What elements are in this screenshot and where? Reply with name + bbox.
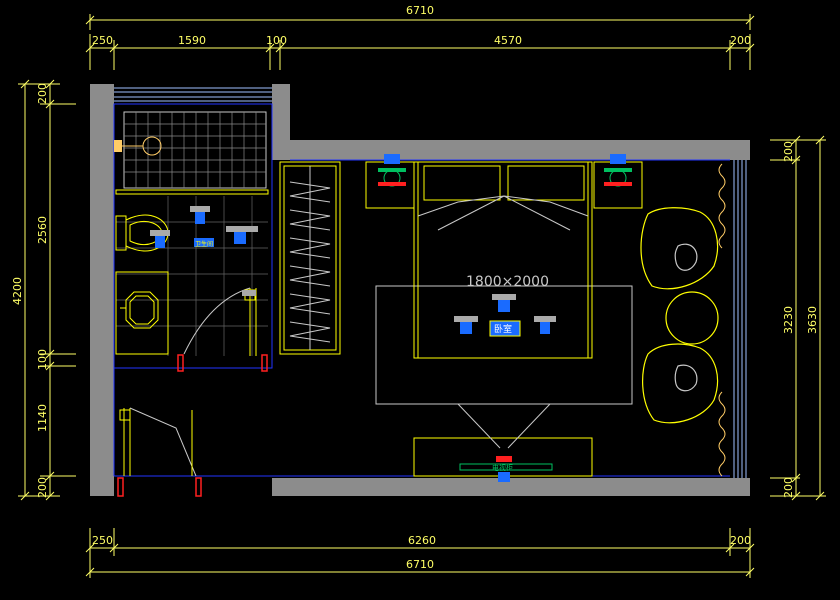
- shower-icon: [114, 136, 162, 156]
- bathroom-tag: 卫生间: [194, 238, 214, 248]
- top-dim-segment-3: 100: [266, 34, 287, 47]
- tv-tag: 电视柜: [492, 456, 513, 482]
- top-dim-segment-1: 250: [92, 34, 113, 47]
- wall-top-bedroom: [272, 140, 750, 160]
- top-dim-segment-4: 4570: [494, 34, 522, 47]
- door-stop-right: [261, 354, 268, 372]
- walls: [90, 84, 750, 496]
- bedroom-tag-label: 卧室: [494, 323, 512, 335]
- wall-right-top: [730, 140, 750, 160]
- door-stop-left: [177, 354, 184, 372]
- armchair-icon: [640, 207, 719, 424]
- top-dim-segment-2: 1590: [178, 34, 206, 47]
- bottom-total-dimension: 6710: [406, 558, 434, 571]
- bed-size-label: 1800×2000: [466, 274, 549, 290]
- left-dimensions: [18, 79, 76, 501]
- entrance-door: [119, 407, 197, 477]
- bath-floor-tiles: [116, 196, 268, 356]
- wall-left: [90, 84, 114, 496]
- right-dim-segment-1: 200: [782, 141, 795, 162]
- wall-right-bottom: [730, 478, 750, 496]
- left-dim-segment-1: 200: [36, 83, 49, 104]
- top-dim-segment-5: 200: [730, 34, 751, 47]
- tv-tag-label: 电视柜: [492, 463, 513, 472]
- shower-tray: [123, 111, 267, 189]
- bottom-dim-segment-3: 200: [730, 534, 751, 547]
- right-dimensions: [770, 135, 826, 501]
- wall-top-bath: [90, 84, 114, 104]
- wardrobe-hangers: [289, 181, 331, 343]
- entrance-door-stop-left: [117, 477, 124, 497]
- shower-rail: [115, 189, 269, 195]
- tv-cabinet: [413, 403, 593, 477]
- bedroom-tag: 卧室: [489, 320, 521, 337]
- round-side-table: [665, 291, 719, 345]
- right-total-dimension: 3630: [806, 306, 819, 334]
- left-total-dimension: 4200: [11, 277, 24, 305]
- wall-bottom-left: [90, 478, 114, 496]
- outlet-markers: [150, 206, 556, 334]
- door-swing-icon: [183, 287, 257, 356]
- left-dim-segment-5: 200: [36, 477, 49, 498]
- bathroom-tag-label: 卫生间: [195, 240, 213, 248]
- bottom-dim-segment-1: 250: [92, 534, 113, 547]
- curtain-right: [718, 163, 726, 477]
- left-dim-segment-3: 100: [36, 349, 49, 370]
- left-dim-segment-2: 2560: [36, 216, 49, 244]
- top-total-dimension: 6710: [406, 4, 434, 17]
- bedroom-rug: [375, 285, 633, 405]
- wall-bottom-right: [272, 478, 750, 496]
- bed: [413, 161, 593, 359]
- lamp-icon: [378, 154, 632, 187]
- right-dim-segment-2: 3230: [782, 306, 795, 334]
- entrance-door-stop-right: [195, 477, 202, 497]
- wash-basin-icon: [115, 271, 169, 355]
- bottom-dim-segment-2: 6260: [408, 534, 436, 547]
- wardrobe: [279, 161, 341, 355]
- windows: [114, 87, 747, 478]
- top-dimensions: [85, 14, 755, 70]
- right-dim-segment-3: 200: [782, 477, 795, 498]
- left-dim-segment-4: 1140: [36, 404, 49, 432]
- bottom-dimensions: [85, 528, 755, 578]
